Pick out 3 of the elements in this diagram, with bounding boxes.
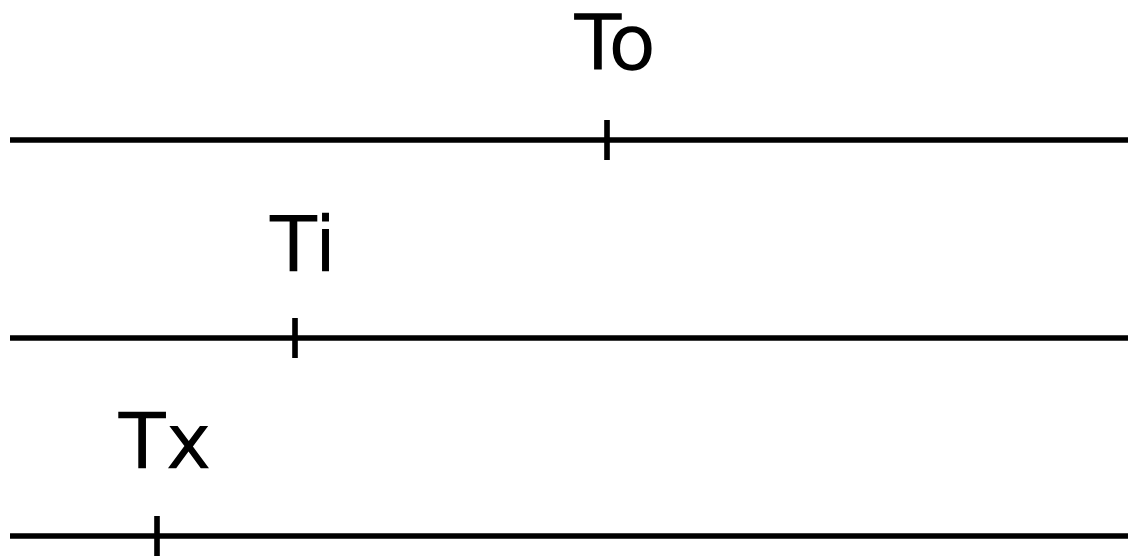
tick-label: Tx	[118, 411, 209, 469]
tick-label: To	[574, 13, 652, 71]
tick-label: Ti	[269, 212, 329, 272]
